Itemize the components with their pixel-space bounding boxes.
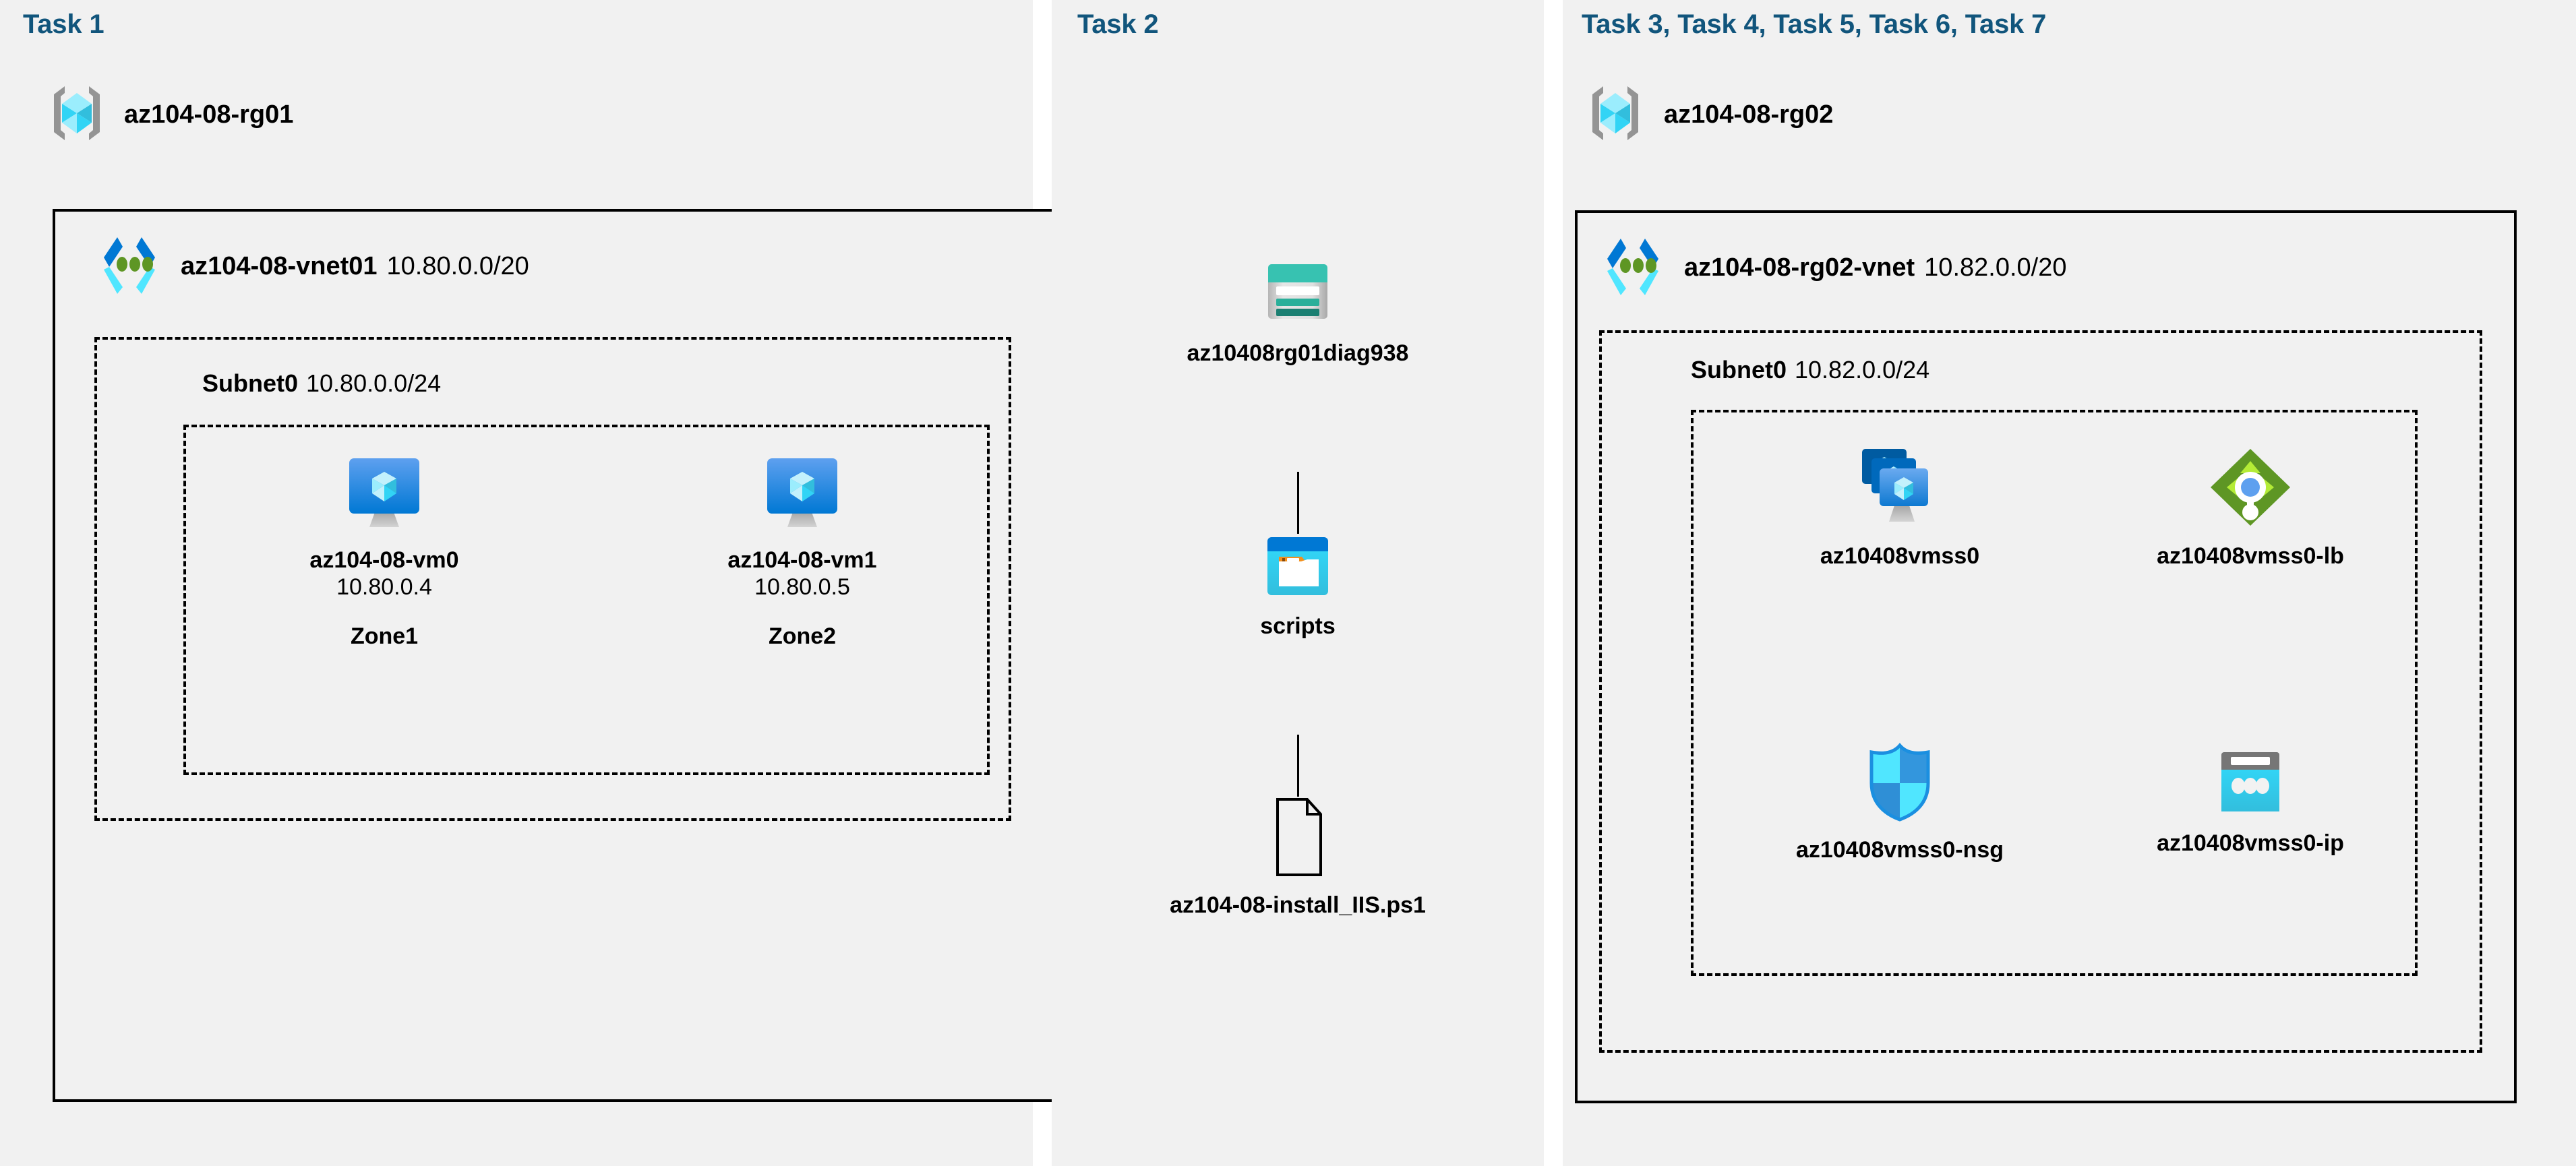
load-balancer-icon <box>2207 445 2294 533</box>
subnet-cidr-rg02-subnet0: 10.82.0.0/24 <box>1795 356 1930 383</box>
vnet-cidr-rg02-vnet: 10.82.0.0/20 <box>1924 253 2067 282</box>
task-label-1: Task 1 <box>23 9 104 39</box>
subnet-label-rg02-subnet0: Subnet0 10.82.0.0/24 <box>1691 356 1929 384</box>
connector-storage-to-scripts <box>1297 472 1299 534</box>
ps1-file-name: az104-08-install_IIS.ps1 <box>1170 892 1426 918</box>
resource-group-header-rg01: az104-08-rg01 <box>44 81 293 149</box>
public-ip-name: az10408vmss0-ip <box>2157 830 2344 856</box>
storage-account-icon <box>1264 259 1331 330</box>
subnet-box-subnet0 <box>94 337 1011 821</box>
blob-container-name: scripts <box>1260 613 1336 639</box>
resource-group-name-rg02: az104-08-rg02 <box>1664 100 1834 129</box>
vm-name-vm0: az104-08-vm0 <box>309 547 459 573</box>
virtual-machine-icon <box>341 453 427 537</box>
file-icon <box>1268 795 1327 882</box>
storage-account-name: az10408rg01diag938 <box>1187 340 1409 366</box>
vnet-cidr-vnet01: 10.80.0.0/20 <box>386 252 529 280</box>
resource-group-header-rg02: az104-08-rg02 <box>1583 81 1833 149</box>
panel-task2: Task 2 az10408rg01diag938 <box>1052 0 1544 1166</box>
panel-task1: Task 1 az104-08-rg01 <box>0 0 1487 1166</box>
connector-scripts-to-file <box>1297 735 1299 797</box>
vnet-name-rg02-vnet: az104-08-rg02-vnet <box>1684 253 1915 282</box>
network-security-group-icon <box>1862 741 1938 827</box>
virtual-machine-icon <box>759 453 845 537</box>
panel-task3: Task 3, Task 4, Task 5, Task 6, Task 7 a… <box>1563 0 2576 1166</box>
resource-node-blob-container[interactable]: scripts <box>1197 532 1399 640</box>
subnet-cidr-subnet0: 10.80.0.0/24 <box>306 369 442 397</box>
resource-node-public-ip[interactable]: az10408vmss0-ip <box>2102 748 2399 857</box>
virtual-network-icon <box>94 235 164 299</box>
task-label-2: Task 2 <box>1077 9 1159 39</box>
resource-group-inner-box <box>1691 410 2418 976</box>
subnet-name-rg02-subnet0: Subnet0 <box>1691 356 1787 383</box>
resource-group-icon <box>44 81 109 149</box>
nsg-name: az10408vmss0-nsg <box>1795 837 2004 863</box>
resource-node-ps1-file[interactable]: az104-08-install_IIS.ps1 <box>1089 795 1507 919</box>
vm-scale-set-icon <box>1853 445 1947 533</box>
vm-zone-vm0: Zone1 <box>350 623 419 650</box>
vnet-box-rg02-vnet <box>1575 210 2517 1103</box>
vm-name-vm1: az104-08-vm1 <box>727 547 877 573</box>
task-label-3: Task 3, Task 4, Task 5, Task 6, Task 7 <box>1582 9 2047 39</box>
resource-node-vmss[interactable]: az10408vmss0 <box>1751 445 2048 570</box>
resource-node-vm0[interactable]: az104-08-vm0 10.80.0.4 Zone1 <box>263 453 506 650</box>
vm-group-box <box>183 425 990 775</box>
subnet-box-rg02-subnet0 <box>1599 330 2482 1053</box>
public-ip-address-icon <box>2215 748 2286 820</box>
vmss-name: az10408vmss0 <box>1820 543 1980 569</box>
resource-node-storage-account[interactable]: az10408rg01diag938 <box>1129 259 1466 367</box>
resource-node-vm1[interactable]: az104-08-vm1 10.80.0.5 Zone2 <box>681 453 924 650</box>
resource-node-load-balancer[interactable]: az10408vmss0-lb <box>2102 445 2399 570</box>
blob-container-icon <box>1264 532 1331 603</box>
vm-ip-vm1: 10.80.0.5 <box>754 574 850 601</box>
resource-group-icon <box>1583 81 1648 149</box>
load-balancer-name: az10408vmss0-lb <box>2157 543 2344 569</box>
virtual-network-icon <box>1598 236 1668 300</box>
vm-zone-vm1: Zone2 <box>768 623 837 650</box>
vnet-header-rg02-vnet: az104-08-rg02-vnet 10.82.0.0/20 <box>1598 236 2066 300</box>
vnet-header-vnet01: az104-08-vnet01 10.80.0.0/20 <box>94 235 529 299</box>
subnet-name-subnet0: Subnet0 <box>202 369 299 397</box>
resource-node-nsg[interactable]: az10408vmss0-nsg <box>1751 741 2048 863</box>
resource-group-name-rg01: az104-08-rg01 <box>124 100 294 129</box>
vnet-name-vnet01: az104-08-vnet01 <box>181 252 378 280</box>
vm-ip-vm0: 10.80.0.4 <box>336 574 432 601</box>
